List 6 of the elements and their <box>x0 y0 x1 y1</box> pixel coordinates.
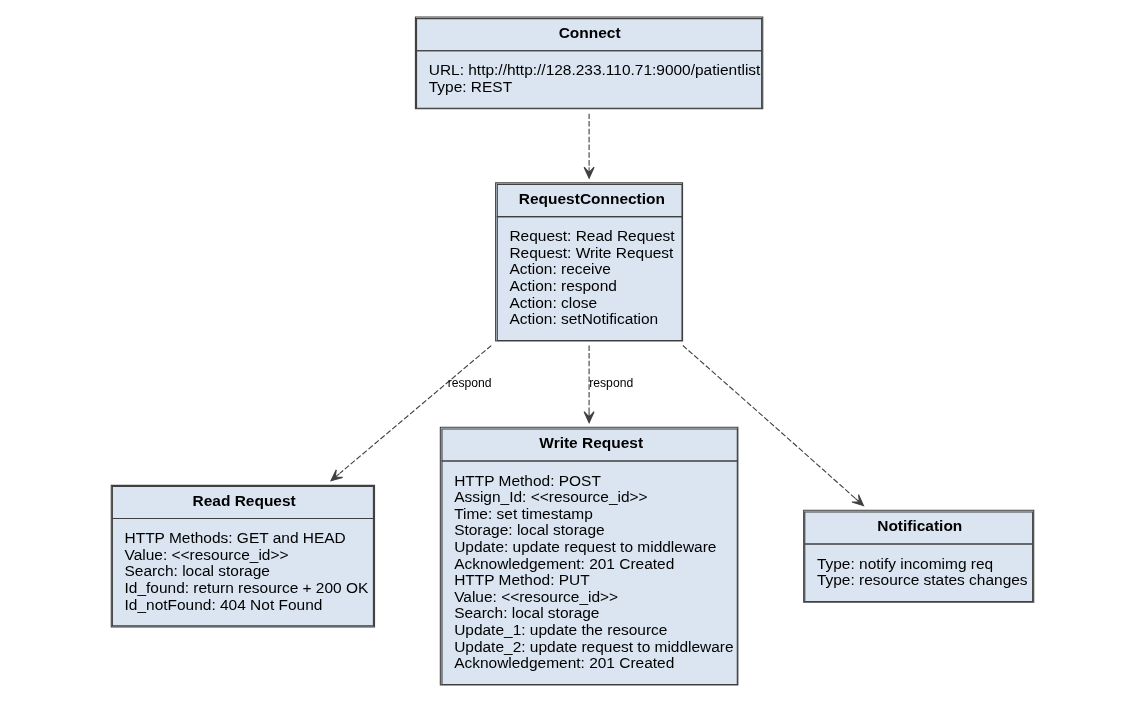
edge-label: respond <box>447 376 492 391</box>
arrow <box>583 113 595 179</box>
edge-label: respond <box>589 376 634 391</box>
arrow <box>330 345 492 482</box>
arrow <box>583 345 595 424</box>
arrow <box>682 344 865 507</box>
